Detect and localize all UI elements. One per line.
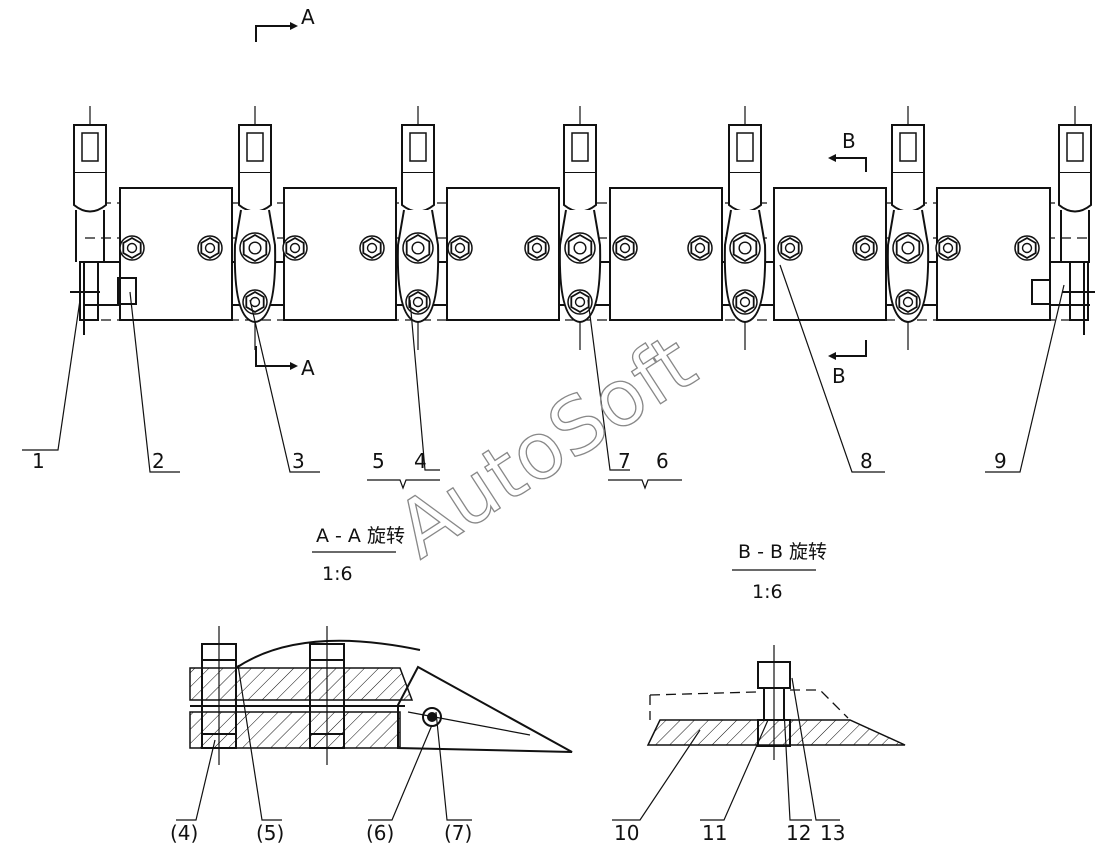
section-a-part-6: (6) xyxy=(366,821,394,845)
hex-nut-icon xyxy=(612,235,638,261)
part-label-6: 6 xyxy=(656,449,669,473)
watermark-text: AutoSoft xyxy=(381,318,711,576)
section-b-part-13: 13 xyxy=(820,821,845,845)
bolt-left xyxy=(201,626,237,765)
section-b-part-11: 11 xyxy=(702,821,727,845)
section-a-scale: 1:6 xyxy=(322,563,353,585)
svg-text:B: B xyxy=(842,129,856,153)
svg-text:A: A xyxy=(301,5,315,29)
hex-nut-icon xyxy=(242,289,268,315)
section-b-part-10: 10 xyxy=(614,821,639,845)
svg-text:A: A xyxy=(301,356,315,380)
section-b-scale: 1:6 xyxy=(752,581,783,603)
section-a-title: A - A 旋转 xyxy=(316,525,405,547)
finger-guard xyxy=(73,106,107,262)
hex-nut-icon xyxy=(687,235,713,261)
part-label-1: 1 xyxy=(32,449,45,473)
hex-nut-icon xyxy=(732,289,758,315)
part-label-2: 2 xyxy=(152,449,165,473)
hex-nut-icon xyxy=(359,235,385,261)
section-mark-a-bottom: A xyxy=(255,346,315,380)
hex-nut-icon xyxy=(524,235,550,261)
section-b-title: B - B 旋转 xyxy=(738,541,827,563)
section-b-part-12: 12 xyxy=(786,821,811,845)
left-end-bracket xyxy=(70,261,137,335)
right-end-bracket xyxy=(1031,261,1095,335)
main-view: A A B B 1 2 xyxy=(22,5,1095,490)
main-leaders xyxy=(22,264,1065,490)
hex-nut-icon xyxy=(197,235,223,261)
section-a-view: A - A 旋转 1:6 (4) xyxy=(170,525,573,845)
section-a-part-5: (5) xyxy=(256,821,284,845)
hex-nut-icon xyxy=(447,235,473,261)
hex-nut-icon xyxy=(852,235,878,261)
hex-nut-icon xyxy=(567,289,593,315)
part-label-5: 5 xyxy=(372,449,385,473)
part-label-4: 4 xyxy=(414,449,427,473)
section-a-part-7: (7) xyxy=(444,821,472,845)
hex-nut-icon xyxy=(405,289,431,315)
hex-nut-icon xyxy=(564,232,596,264)
part-label-8: 8 xyxy=(860,449,873,473)
part-label-3: 3 xyxy=(292,449,305,473)
hex-nut-icon xyxy=(892,232,924,264)
hex-nuts xyxy=(119,232,1040,315)
hex-nut-icon xyxy=(1014,235,1040,261)
hex-nut-icon xyxy=(729,232,761,264)
section-mark-b-bottom: B xyxy=(828,340,867,388)
hex-nut-icon xyxy=(895,289,921,315)
hex-nut-icon xyxy=(402,232,434,264)
hex-nut-icon xyxy=(119,235,145,261)
hex-nut-icon xyxy=(282,235,308,261)
part-label-9: 9 xyxy=(994,449,1007,473)
svg-text:B: B xyxy=(832,364,846,388)
section-mark-b-top: B xyxy=(828,129,867,172)
finger-guard xyxy=(1058,106,1092,262)
hex-nut-icon xyxy=(935,235,961,261)
part-label-7: 7 xyxy=(618,449,631,473)
section-a-part-4: (4) xyxy=(170,821,198,845)
section-mark-a-top: A xyxy=(255,5,315,42)
bolt-b xyxy=(757,645,791,760)
hex-nut-icon xyxy=(777,235,803,261)
bolt-right xyxy=(309,626,345,765)
hex-nut-icon xyxy=(239,232,271,264)
section-b-view: B - B 旋转 1:6 10 11 12 13 xyxy=(612,541,906,845)
